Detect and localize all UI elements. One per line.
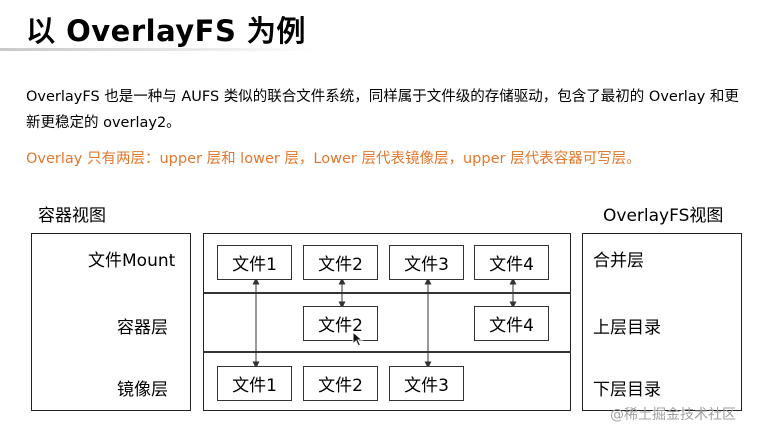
- image-file-3: 文件3: [389, 366, 464, 401]
- intro-paragraph: OverlayFS 也是一种与 AUFS 类似的联合文件系统，同样属于文件级的存…: [26, 89, 739, 131]
- image-file-2: 文件2: [303, 366, 378, 401]
- layers-box: [203, 233, 571, 411]
- container-view-box: [31, 233, 191, 411]
- container-file-2: 文件2: [303, 306, 378, 341]
- mouse-cursor-icon: [352, 331, 364, 347]
- row-label-mount: 文件Mount: [88, 251, 176, 271]
- highlight-paragraph: Overlay 只有两层：upper 层和 lower 层，Lower 层代表镜…: [26, 151, 641, 167]
- row-label-image-layer: 镜像层: [117, 380, 168, 400]
- overlayfs-view-header: OverlayFS视图: [603, 206, 724, 226]
- row-label-upperdir: 上层目录: [593, 318, 661, 338]
- container-file-4: 文件4: [474, 306, 549, 341]
- overlayfs-view-box: [582, 233, 742, 411]
- image-file-1: 文件1: [217, 366, 292, 401]
- mount-file-2: 文件2: [303, 245, 378, 280]
- mount-file-3: 文件3: [389, 245, 464, 280]
- layer-divider-upper: [203, 292, 571, 294]
- row-label-lowerdir: 下层目录: [593, 380, 661, 400]
- page-title: 以 OverlayFS 为例: [26, 14, 306, 48]
- container-view-header: 容器视图: [38, 206, 106, 226]
- layer-divider-lower: [203, 351, 571, 353]
- title-underline: [0, 48, 320, 51]
- mount-file-1: 文件1: [217, 245, 292, 280]
- row-label-merged: 合并层: [593, 251, 644, 271]
- watermark: @稀土掘金技术社区: [610, 407, 736, 423]
- row-label-container-layer: 容器层: [117, 318, 168, 338]
- mount-file-4: 文件4: [474, 245, 549, 280]
